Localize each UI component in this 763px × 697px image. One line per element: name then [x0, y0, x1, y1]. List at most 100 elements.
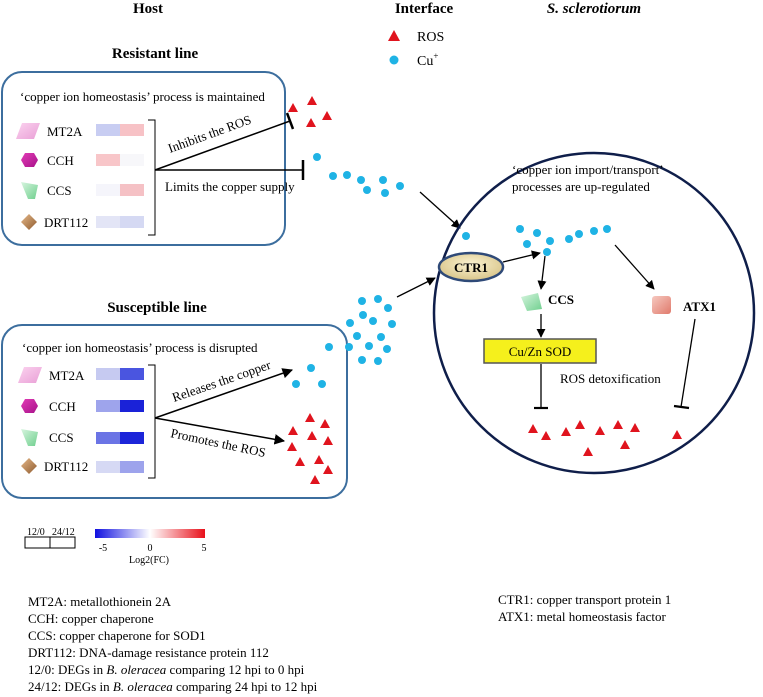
ros-marker [323, 465, 333, 474]
pathogen-process-line1: ‘copper ion import/transport’ [512, 162, 664, 177]
heat-cell-r-cch-12-0 [96, 154, 120, 166]
legend-line: CTR1: copper transport protein 1 [498, 592, 671, 607]
ccs-icon [21, 429, 38, 446]
gene-label-drt112: DRT112 [44, 215, 88, 230]
ros-marker [620, 440, 630, 449]
limits-copper-label: Limits the copper supply [165, 179, 295, 194]
legend-line: CCH: copper chaperone [28, 611, 154, 626]
cu-marker [374, 295, 382, 303]
ros-marker [288, 426, 298, 435]
cu-marker [381, 189, 389, 197]
inhibits-ros-blunt [285, 112, 295, 130]
resistant-box [1, 71, 286, 246]
heat-cell-r-drt112-12-0 [96, 216, 120, 228]
cu-marker [358, 297, 366, 305]
cu-legend-label: Cu+ [417, 51, 438, 69]
inhibits-ros-label: Inhibits the ROS [166, 112, 253, 156]
resistant-process-text: ‘copper ion homeostasis’ process is main… [20, 89, 265, 104]
cu-marker [603, 225, 611, 233]
resistant-ros-cluster [288, 96, 332, 127]
to-ccs-arrow [537, 255, 547, 290]
column-key-12-0: 12/0 [27, 527, 45, 538]
cu-marker [292, 380, 300, 388]
cch-icon [21, 153, 38, 167]
cu-marker [590, 227, 598, 235]
resistant-title: Resistant line [112, 46, 199, 62]
ros-marker [306, 118, 316, 127]
heat-cell-s-ccs-12-0 [96, 432, 120, 444]
cu-marker [329, 172, 337, 180]
inhibits-ros-arrow [154, 120, 291, 171]
cu-marker [546, 237, 554, 245]
cu-marker [374, 357, 382, 365]
scale-max: 5 [202, 543, 207, 554]
cu-marker [462, 232, 470, 240]
pathogen-process-line2: processes are up-regulated [512, 179, 650, 194]
cu-marker [533, 229, 541, 237]
gene-label-ccs: CCS [47, 183, 72, 198]
cch-icon [21, 399, 38, 413]
heat-cell-r-drt112-24-12 [120, 216, 144, 228]
ros-marker [307, 431, 317, 440]
cu-marker [313, 153, 321, 161]
ros-marker [310, 475, 320, 484]
legend-line: ATX1: metal homeostasis factor [498, 609, 667, 624]
promotes-ros-label: Promotes the ROS [169, 425, 267, 460]
ctr1-out-arrow [502, 250, 541, 263]
cu-marker [565, 235, 573, 243]
cu-marker [343, 171, 351, 179]
promotes-ros-arrow [154, 417, 286, 445]
susceptible-bracket [148, 364, 156, 479]
cu-marker [325, 343, 333, 351]
gene-label-mt2a: MT2A [47, 124, 83, 139]
resistant-cu-cluster [313, 153, 404, 197]
resistant-heatmap [96, 124, 144, 228]
legend-line: DRT112: DNA-damage resistance protein 11… [28, 645, 269, 660]
cu-marker [379, 176, 387, 184]
heat-cell-s-ccs-24-12 [120, 432, 144, 444]
ros-marker [561, 427, 571, 436]
ros-marker [630, 423, 640, 432]
scale-label: Log2(FC) [129, 555, 169, 566]
ros-marker [307, 96, 317, 105]
ros-marker [305, 413, 315, 422]
heat-cell-s-mt2a-24-12 [120, 368, 144, 380]
cu-marker [359, 311, 367, 319]
pathogen-cell [432, 151, 756, 475]
ros-marker [595, 426, 605, 435]
cu-to-ctr1-arrow-bottom [396, 277, 436, 298]
pathogen-header: S. sclerotiorum [547, 1, 641, 17]
ros-marker [320, 419, 330, 428]
susceptible-title: Susceptible line [107, 300, 207, 316]
releases-copper-label: Releases the copper [170, 357, 273, 405]
sod-box [483, 338, 597, 364]
susceptible-heatmap [96, 368, 144, 473]
to-atx1-arrow [614, 244, 655, 290]
heat-cell-s-cch-24-12 [120, 400, 144, 412]
cu-marker [384, 304, 392, 312]
cu-marker [358, 356, 366, 364]
left-abbreviation-legend: MT2A: metallothionein 2A CCH: copper cha… [28, 594, 318, 694]
heat-cell-s-drt112-12-0 [96, 461, 120, 473]
drt112-icon [21, 458, 37, 474]
cu-marker [523, 240, 531, 248]
atx1-inhibit-line [680, 318, 696, 408]
ros-legend-icon [388, 30, 400, 41]
drt112-icon [21, 214, 37, 230]
ros-marker [541, 431, 551, 440]
heat-cell-s-drt112-24-12 [120, 461, 144, 473]
resistant-bracket [148, 119, 156, 236]
atx1-label: ATX1 [683, 299, 716, 314]
sod-label: Cu/Zn SOD [509, 344, 571, 359]
cu-legend-icon [389, 55, 399, 65]
cu-marker [346, 319, 354, 327]
ros-marker [322, 111, 332, 120]
ros-marker [528, 424, 538, 433]
ctr1-transporter [437, 251, 505, 283]
susceptible-ros-cluster [287, 413, 333, 484]
ros-marker [314, 455, 324, 464]
ros-marker [583, 447, 593, 456]
cu-marker [383, 345, 391, 353]
